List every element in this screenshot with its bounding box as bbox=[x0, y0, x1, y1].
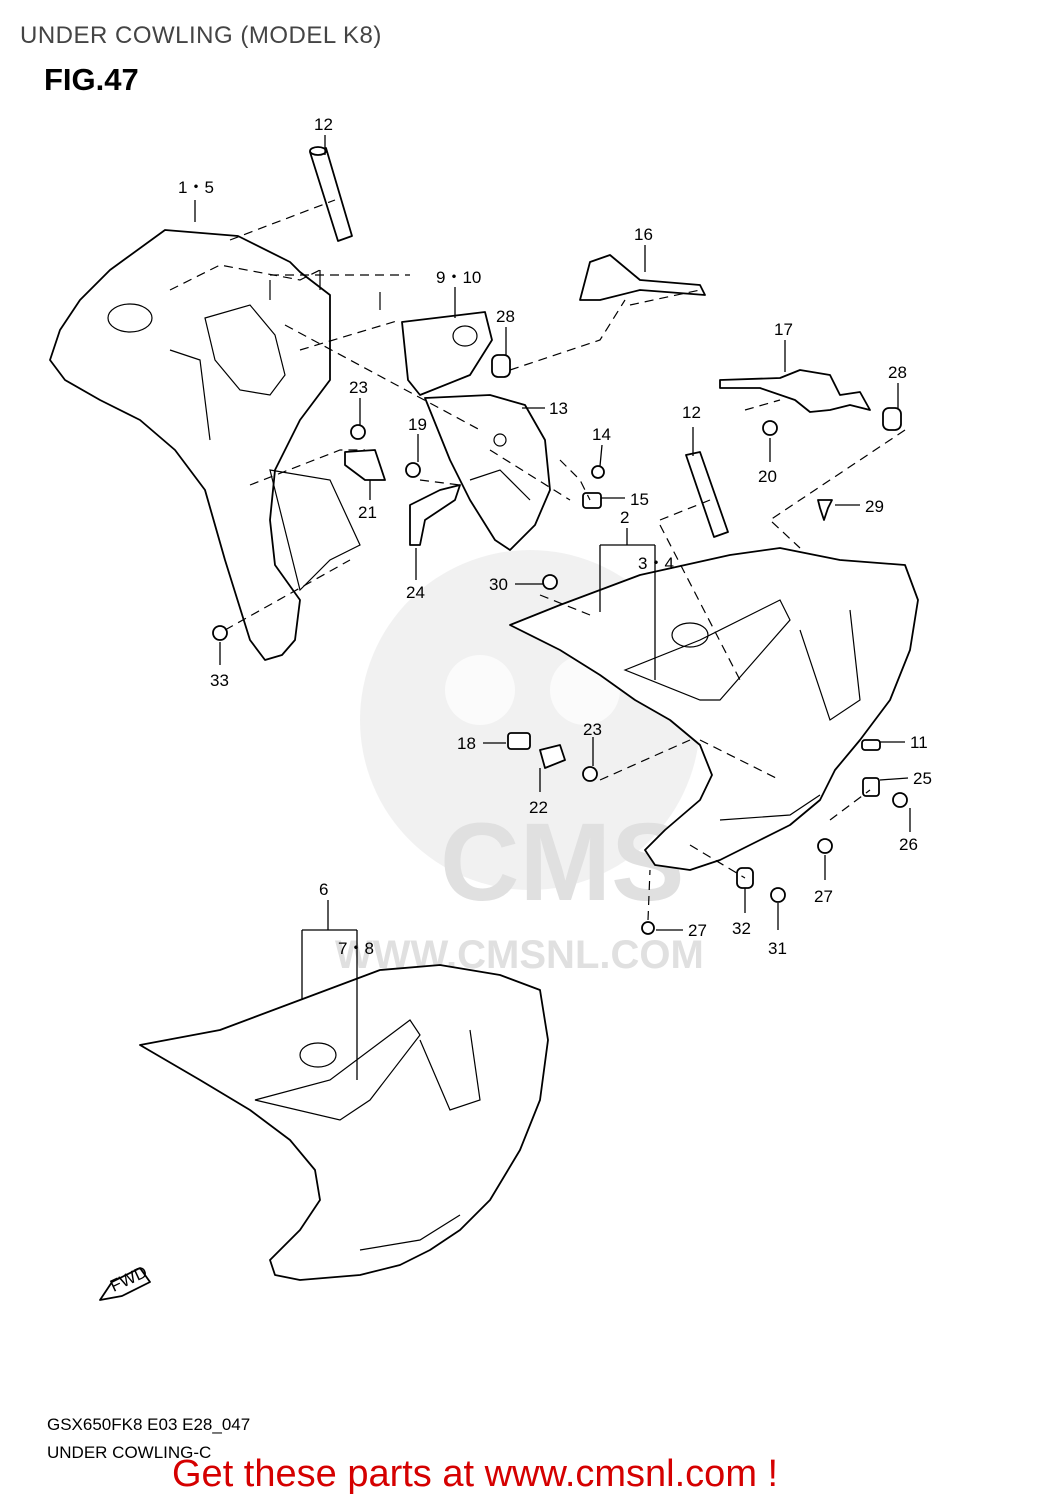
part-13-inner-panel bbox=[424, 394, 551, 551]
fasteners bbox=[212, 420, 908, 935]
callout-label: 27 bbox=[688, 921, 707, 940]
callout-label: 26 bbox=[899, 835, 918, 854]
fwd-direction-badge: FWD bbox=[99, 1262, 151, 1301]
part-26-bolt bbox=[892, 792, 908, 808]
callout-label: 28 bbox=[888, 363, 907, 382]
part-18-clip bbox=[507, 732, 531, 750]
callout-label: 28 bbox=[496, 307, 515, 326]
part-24-bracket bbox=[409, 484, 461, 546]
callout-label: 15 bbox=[630, 490, 649, 509]
leader-lines bbox=[169, 199, 911, 1080]
callout-label: 12 bbox=[682, 403, 701, 422]
part-2-under-cowling-right bbox=[509, 547, 919, 871]
callout-label: 11 bbox=[910, 733, 928, 752]
part-23-bolt-a bbox=[350, 424, 366, 440]
callout-label: 31 bbox=[768, 939, 787, 958]
part-28-grommet-b bbox=[882, 407, 902, 431]
part-25-nut bbox=[862, 777, 880, 797]
callout-labels: 12 1・5 16 9・10 28 17 28 23 13 19 14 12 2… bbox=[178, 115, 932, 958]
part-29-screw bbox=[817, 499, 833, 521]
part-12-rod-top bbox=[309, 135, 353, 242]
callout-label: 22 bbox=[529, 798, 548, 817]
callout-label: 24 bbox=[406, 583, 425, 602]
callout-label: 23 bbox=[583, 720, 602, 739]
part-16-stay bbox=[579, 245, 706, 301]
callout-label: 30 bbox=[489, 575, 508, 594]
callout-label: 1・5 bbox=[178, 178, 214, 197]
part-23-bolt-b bbox=[582, 766, 598, 782]
part-22-bracket bbox=[539, 744, 566, 769]
section-name: UNDER COWLING-C bbox=[47, 1443, 212, 1462]
part-21-bracket bbox=[344, 449, 386, 481]
callout-label: 9・10 bbox=[436, 268, 481, 287]
part-9-side-panel bbox=[401, 311, 493, 396]
part-28-grommet-a bbox=[491, 354, 511, 378]
callout-label: 14 bbox=[592, 425, 611, 444]
part-33-bolt bbox=[212, 625, 228, 641]
callout-label: 7・8 bbox=[338, 939, 374, 958]
page-title: UNDER COWLING (MODEL K8) bbox=[20, 22, 382, 49]
callout-label: 12 bbox=[314, 115, 333, 134]
callout-label: 19 bbox=[408, 415, 427, 434]
part-1-upper-cowling bbox=[49, 229, 381, 661]
callout-label: 29 bbox=[865, 497, 884, 516]
part-14-screw bbox=[591, 465, 605, 479]
callout-label: 20 bbox=[758, 467, 777, 486]
callout-label: 16 bbox=[634, 225, 653, 244]
callout-label: 18 bbox=[457, 734, 476, 753]
part-27-rivet-a bbox=[817, 838, 833, 854]
part-12-rod-middle bbox=[685, 427, 729, 538]
watermark-brand: CMS bbox=[440, 801, 684, 924]
callout-label: 27 bbox=[814, 887, 833, 906]
part-11-clip bbox=[861, 739, 881, 751]
part-15-clip bbox=[582, 492, 602, 509]
part-31-screw bbox=[770, 887, 786, 903]
buy-parts-link[interactable]: Get these parts at www.cmsnl.com ! bbox=[172, 1453, 779, 1495]
callout-label: 6 bbox=[319, 880, 328, 899]
callout-label: 32 bbox=[732, 919, 751, 938]
part-30-bolt bbox=[542, 574, 558, 590]
model-code: GSX650FK8 E03 E28_047 bbox=[47, 1415, 251, 1434]
callout-label: 13 bbox=[549, 399, 568, 418]
part-27-rivet-b bbox=[641, 921, 655, 935]
callout-label: 17 bbox=[774, 320, 793, 339]
callout-label: 21 bbox=[358, 503, 377, 522]
callout-label: 3・4 bbox=[638, 554, 674, 573]
part-17-stay bbox=[719, 340, 871, 413]
callout-label: 23 bbox=[349, 378, 368, 397]
part-6-under-cowling-left bbox=[139, 964, 549, 1281]
callout-label: 25 bbox=[913, 769, 932, 788]
callout-label: 2 bbox=[620, 508, 629, 527]
part-20-bolt bbox=[762, 420, 778, 436]
callout-label: 33 bbox=[210, 671, 229, 690]
part-19-bolt bbox=[405, 462, 421, 478]
figure-number: FIG.47 bbox=[44, 62, 139, 97]
